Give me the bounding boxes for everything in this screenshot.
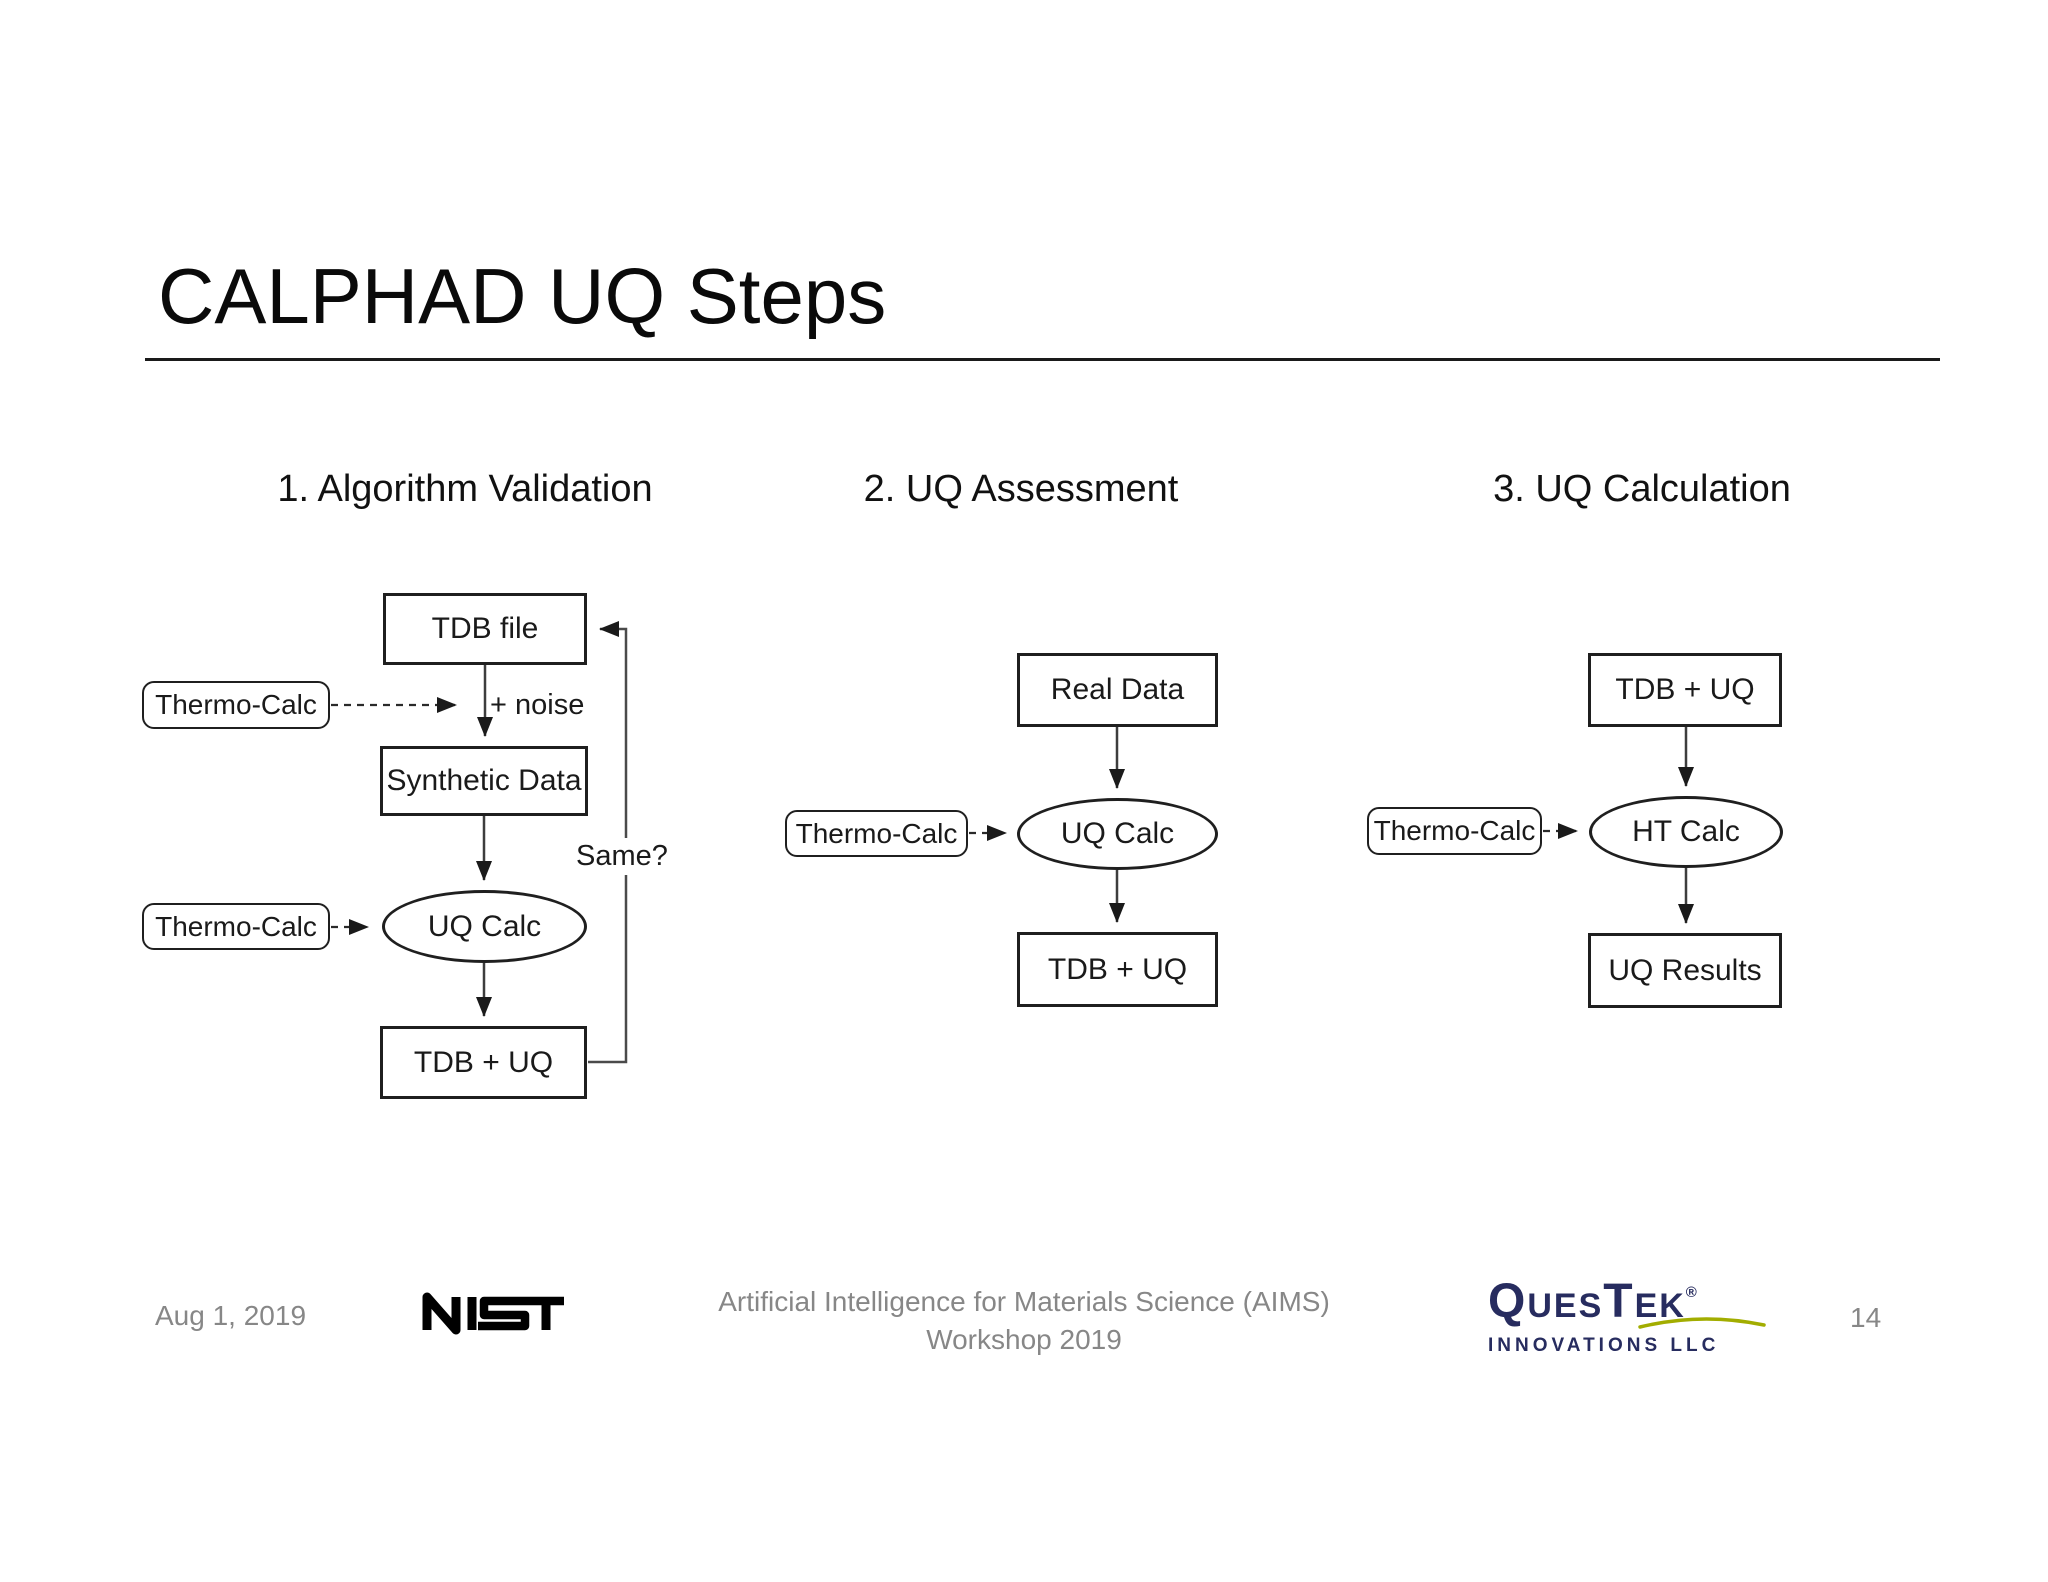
node-uq-calc-2: UQ Calc bbox=[1017, 798, 1218, 870]
node-thermo-calc-4: Thermo-Calc bbox=[1367, 807, 1542, 855]
label-same-question: Same? bbox=[570, 838, 674, 875]
footer-date: Aug 1, 2019 bbox=[155, 1300, 307, 1331]
diagram3-heading: 3. UQ Calculation bbox=[1493, 468, 1791, 510]
footer-workshop-line2: Workshop 2019 bbox=[926, 1324, 1122, 1355]
node-tdb-uq-2: TDB + UQ bbox=[1017, 932, 1218, 1007]
node-real-data: Real Data bbox=[1017, 653, 1218, 727]
node-thermo-calc-1: Thermo-Calc bbox=[142, 681, 330, 729]
nist-logo bbox=[422, 1292, 564, 1335]
footer-workshop-line1: Artificial Intelligence for Materials Sc… bbox=[718, 1286, 1330, 1317]
page-title: CALPHAD UQ Steps bbox=[158, 252, 887, 340]
questek-logo: QuesTek® INNOVATIONS LLC bbox=[1488, 1278, 1778, 1358]
page-number: 14 bbox=[1850, 1302, 1882, 1333]
node-synthetic-data: Synthetic Data bbox=[380, 746, 588, 816]
node-uq-calc-1: UQ Calc bbox=[382, 890, 587, 963]
diagram2-heading: 2. UQ Assessment bbox=[863, 468, 1179, 510]
questek-swoosh-icon bbox=[1638, 1317, 1766, 1329]
node-tdb-uq-1: TDB + UQ bbox=[380, 1026, 587, 1099]
title-underline bbox=[145, 358, 1940, 361]
node-thermo-calc-3: Thermo-Calc bbox=[785, 810, 968, 857]
node-thermo-calc-2: Thermo-Calc bbox=[142, 903, 330, 950]
node-ht-calc: HT Calc bbox=[1589, 796, 1783, 868]
questek-wordmark: QuesTek® bbox=[1488, 1278, 1778, 1326]
questek-name-text: QuesTek bbox=[1488, 1275, 1686, 1328]
registered-trademark-icon: ® bbox=[1685, 1284, 1697, 1301]
footer-workshop-text: Artificial Intelligence for Materials Sc… bbox=[674, 1283, 1374, 1359]
diagram1-heading: 1. Algorithm Validation bbox=[277, 468, 653, 510]
node-uq-results: UQ Results bbox=[1588, 933, 1782, 1008]
questek-subtitle: INNOVATIONS LLC bbox=[1488, 1335, 1720, 1356]
node-tdb-file: TDB file bbox=[383, 593, 587, 665]
label-plus-noise: + noise bbox=[490, 689, 585, 721]
node-tdb-uq-3: TDB + UQ bbox=[1588, 653, 1782, 727]
